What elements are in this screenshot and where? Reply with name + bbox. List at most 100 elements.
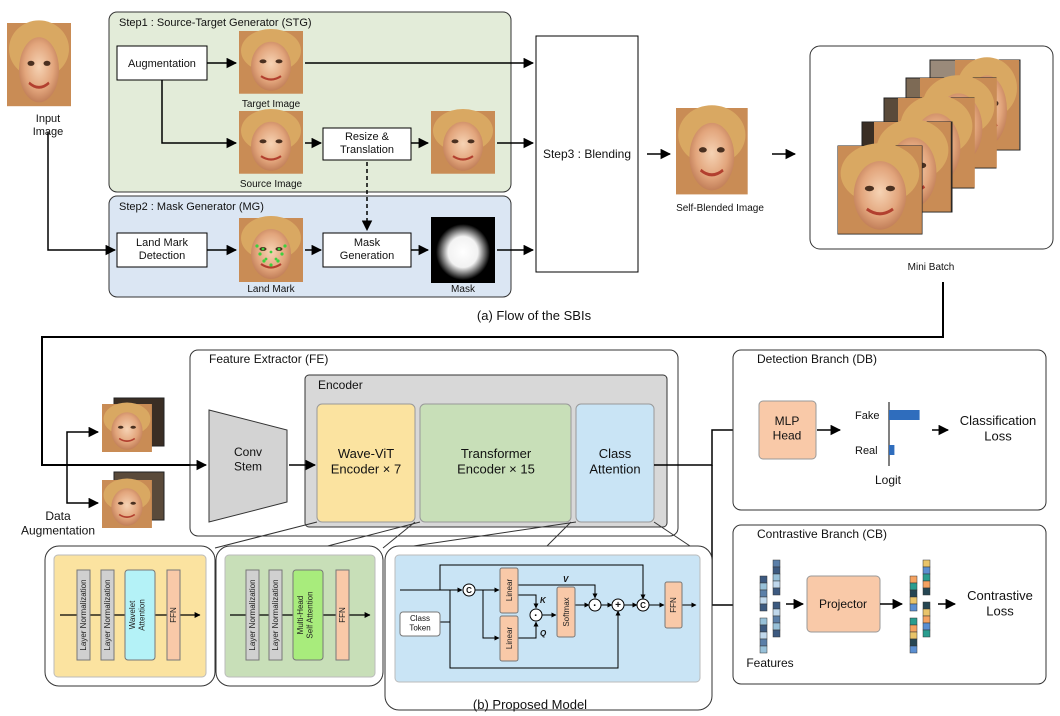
contrastive-branch-title: Contrastive Branch (CB) [757,527,887,541]
softmax-box [556,586,576,638]
concat-1-label: C [466,586,472,595]
trans-ln1-box [245,569,260,661]
mini-batch-label: Mini Batch [908,262,955,273]
projected-vector [922,566,931,575]
projected-vector [909,645,918,654]
resize-translation-box [322,127,412,161]
feature-vectors [759,559,781,654]
projected-vector [909,624,918,633]
wave-ffn-label: FFN [169,607,178,623]
wave-ln1-label: Layer Normalization [79,579,88,650]
transformer-encoder-block[interactable] [419,403,572,523]
features-label: Features [746,656,793,670]
projected-vector [909,582,918,591]
feature-vector [772,573,781,582]
softmax-label: Softmax [562,597,571,626]
feature-vector [759,603,768,612]
linear-2-label: Linear [505,627,514,650]
plus-label: + [615,600,621,611]
augmented-image-2 [101,471,165,529]
concat-1-node [462,583,476,597]
feature-vector [772,559,781,568]
class-attention-detail-flow [400,564,697,669]
q-label: Q [540,629,547,638]
mini-batch-images [836,55,1021,236]
logit-bar-fake [889,410,920,420]
mask-image-label: Mask [451,284,476,295]
projected-vector [909,575,918,584]
logit-label: Logit [875,473,902,487]
trans-ln1-label: Layer Normalization [248,579,257,650]
self-blended-label: Self-Blended Image [676,203,764,214]
augmentation-label: Augmentation [128,58,196,70]
encoder-title: Encoder [318,378,363,392]
projected-vector [922,608,931,617]
landmark-image-label: Land Mark [247,284,295,295]
projected-vector [909,589,918,598]
projected-vector [922,601,931,610]
dot-1-label: · [534,610,538,622]
feature-vector [759,624,768,633]
projected-vector [909,603,918,612]
target-image [237,27,305,95]
feature-vector [759,638,768,647]
augmentation-box [116,45,208,81]
feature-vector [772,587,781,596]
concat-2-label: C [640,601,646,610]
wave-ln2-label: Layer Normalization [103,579,112,650]
augmentation-connectors [66,426,100,509]
logit-chart [888,402,920,466]
ca-ffn-box [664,581,683,629]
v-label: V [563,575,569,584]
projected-vector [922,587,931,596]
ca-ffn-label: FFN [669,597,678,613]
wave-ln2-box [100,569,115,661]
conv-stem-block [208,409,288,523]
self-blended-image [674,103,750,196]
plus-node [611,598,625,612]
trans-ffn-label: FFN [338,607,347,623]
wave-vit-block[interactable] [316,403,416,523]
dot-2-node [588,598,602,612]
wavelet-attention-label: WaveletAttention [128,599,147,631]
caption-b: (b) Proposed Model [473,697,587,712]
feature-vector [759,582,768,591]
dot-1-node [529,608,543,622]
mhsa-label: Multi-HeadSelf Attention [296,591,315,638]
projected-vector [922,580,931,589]
logit-bar-real [889,445,895,455]
feature-vector [772,615,781,624]
source-image [237,107,305,175]
projected-vector [922,622,931,631]
zoom-lines [214,521,694,549]
projected-vectors [909,559,931,654]
trans-ln2-box [268,569,283,661]
top-connectors [41,57,944,466]
feature-vector [759,645,768,654]
projected-vector [922,629,931,638]
feature-vector [759,596,768,605]
class-attention-block[interactable] [575,403,655,523]
source-image-label: Source Image [240,179,303,190]
real-label: Real [855,445,878,457]
wave-ln1-box [76,569,91,661]
feature-vector [759,589,768,598]
projected-vector [922,559,931,568]
feature-vector [772,629,781,638]
feature-vector [772,622,781,631]
feature-vector [772,580,781,589]
feature-vector [772,608,781,617]
projected-vector [909,631,918,640]
blending-label: Step3 : Blending [543,147,631,161]
resize-translation-label: Resize &Translation [340,131,394,156]
mask-generation-box [322,232,412,268]
trans-ffn-box [335,569,350,661]
feature-vector [772,601,781,610]
